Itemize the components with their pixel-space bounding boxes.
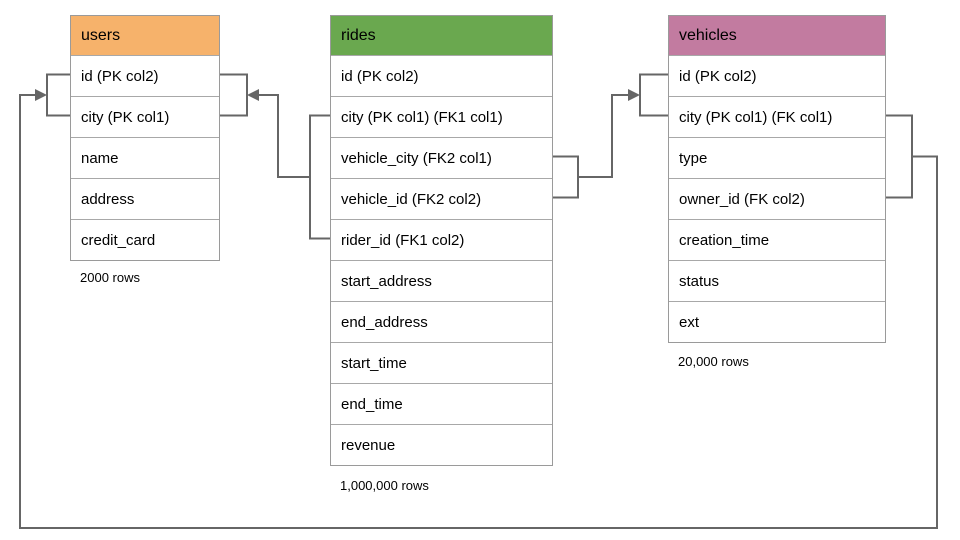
table-vehicles-column-type: type (669, 137, 885, 178)
fk-arrowhead-icon (35, 89, 47, 101)
table-rides-column-rider-id: rider_id (FK1 col2) (331, 219, 552, 260)
table-vehicles-column-creation-time: creation_time (669, 219, 885, 260)
users-left-bracket (46, 73, 70, 117)
fk1-arrowhead-icon (247, 89, 259, 101)
table-rides-column-end-time: end_time (331, 383, 552, 424)
table-users-column-credit-card: credit_card (71, 219, 219, 260)
table-users: users id (PK col2) city (PK col1) name a… (70, 15, 220, 261)
table-rides-column-vehicle-city: vehicle_city (FK2 col1) (331, 137, 552, 178)
table-rides-column-id: id (PK col2) (331, 55, 552, 96)
users-right-bracket (220, 73, 248, 117)
fk2-connector-line (578, 94, 629, 178)
table-users-header: users (71, 16, 219, 55)
table-vehicles-header: vehicles (669, 16, 885, 55)
table-rides: rides id (PK col2) city (PK col1) (FK1 c… (330, 15, 553, 466)
rides-row-count-label: 1,000,000 rows (340, 478, 429, 493)
table-vehicles: vehicles id (PK col2) city (PK col1) (FK… (668, 15, 886, 343)
vehicles-row-count-label: 20,000 rows (678, 354, 749, 369)
table-rides-column-revenue: revenue (331, 424, 552, 465)
table-rides-column-start-address: start_address (331, 260, 552, 301)
table-vehicles-column-id: id (PK col2) (669, 55, 885, 96)
users-row-count-label: 2000 rows (80, 270, 140, 285)
table-rides-column-end-address: end_address (331, 301, 552, 342)
table-users-column-id: id (PK col2) (71, 55, 219, 96)
table-vehicles-column-ext: ext (669, 301, 885, 342)
table-rides-column-city: city (PK col1) (FK1 col1) (331, 96, 552, 137)
table-rides-header: rides (331, 16, 552, 55)
table-vehicles-column-status: status (669, 260, 885, 301)
vehicles-left-bracket (639, 73, 668, 117)
table-users-column-name: name (71, 137, 219, 178)
fk2-arrowhead-icon (628, 89, 640, 101)
fk-vehicles-right-bracket (886, 114, 913, 199)
table-rides-column-vehicle-id: vehicle_id (FK2 col2) (331, 178, 552, 219)
fk2-rides-right-bracket (553, 155, 579, 199)
fk1-rides-left-bracket (309, 114, 330, 240)
table-users-column-address: address (71, 178, 219, 219)
table-vehicles-column-city: city (PK col1) (FK col1) (669, 96, 885, 137)
table-users-column-city: city (PK col1) (71, 96, 219, 137)
table-vehicles-column-owner-id: owner_id (FK col2) (669, 178, 885, 219)
table-rides-column-start-time: start_time (331, 342, 552, 383)
fk1-connector-line (258, 94, 310, 178)
